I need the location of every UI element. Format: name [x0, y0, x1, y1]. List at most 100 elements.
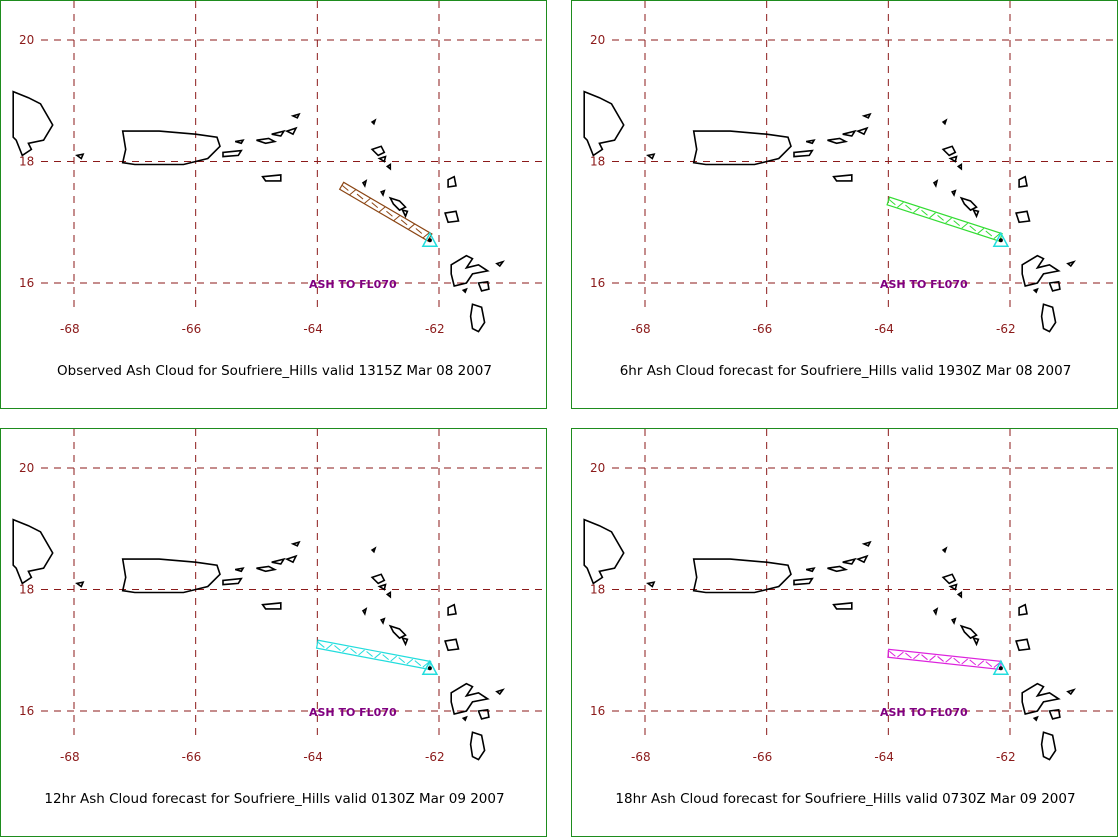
coastline: [827, 565, 849, 573]
coastline: [290, 540, 301, 547]
coastline: [948, 155, 958, 163]
coastline: [12, 90, 54, 157]
ash-level-label: ASH TO FL070: [880, 706, 968, 719]
volcano-source-icon: [992, 659, 1010, 676]
coastline: [370, 573, 386, 585]
volcano-location-marker: [427, 666, 432, 671]
ash-cloud-hatch: [969, 225, 977, 232]
coastline: [401, 636, 409, 647]
latitude-tick-label: 20: [19, 461, 34, 475]
coastline: [121, 130, 221, 166]
latitude-tick-label: 18: [19, 155, 34, 169]
coastline: [583, 90, 625, 157]
coastline: [583, 518, 625, 585]
ash-cloud-hatch: [985, 230, 993, 237]
coastline: [234, 139, 245, 145]
coastline: [495, 260, 505, 268]
coastline: [377, 583, 387, 591]
coastline: [271, 557, 286, 565]
coastline: [941, 145, 957, 157]
coastline: [1032, 715, 1039, 722]
volcano-location-marker: [427, 238, 432, 243]
longitude-tick-label: -66: [753, 750, 773, 764]
ash-cloud-hatch: [897, 651, 904, 658]
longitude-tick-label: -68: [60, 322, 80, 336]
ash-cloud-hatch: [945, 656, 952, 663]
coastline: [1066, 260, 1076, 268]
ash-cloud-hatch: [953, 220, 960, 227]
ash-cloud-hatch: [406, 658, 414, 665]
ash-cloud-hatch: [349, 189, 357, 196]
coastline: [388, 196, 407, 212]
coastline: [256, 565, 278, 573]
ash-cloud-hatch: [378, 206, 386, 213]
coastline: [842, 129, 857, 137]
coastline: [1040, 731, 1057, 761]
coastline: [388, 624, 407, 640]
ash-cloud-hatch: [342, 646, 349, 653]
ash-cloud-hatch: [326, 643, 333, 650]
coastline: [932, 607, 939, 616]
coastline: [956, 591, 963, 599]
ash-cloud-hatch: [398, 657, 406, 664]
longitude-tick-label: -64: [303, 322, 323, 336]
coastline: [692, 130, 792, 166]
volcano-location-marker: [998, 666, 1003, 671]
coastline: [370, 145, 386, 157]
ash-level-label: ASH TO FL070: [309, 278, 397, 291]
coastline: [380, 189, 386, 197]
longitude-tick-label: -62: [996, 322, 1016, 336]
ash-cloud-hatch: [905, 652, 912, 659]
coastline: [477, 708, 490, 720]
coastline: [361, 179, 368, 188]
coastline: [805, 139, 816, 145]
coastline: [1015, 210, 1031, 224]
ash-cloud-hatch: [889, 199, 896, 206]
ash-cloud-outline: [338, 181, 433, 242]
ash-cloud-hatch: [961, 222, 969, 229]
ash-cloud-outline: [315, 639, 432, 671]
coastline: [793, 577, 814, 586]
coastline: [956, 163, 963, 171]
ash-cloud-hatch: [393, 215, 401, 221]
coastline: [861, 540, 872, 547]
latitude-tick-label: 18: [590, 155, 605, 169]
coastline: [951, 617, 957, 625]
latitude-tick-label: 16: [19, 704, 34, 718]
coastline: [972, 636, 980, 647]
ash-cloud-hatch: [358, 649, 365, 656]
longitude-tick-label: -62: [996, 750, 1016, 764]
ash-cloud-hatch: [342, 185, 349, 191]
coastline: [261, 174, 282, 182]
coastline: [951, 189, 957, 197]
coastline: [495, 688, 505, 696]
coastline: [1015, 638, 1031, 652]
panel-caption: Observed Ash Cloud for Soufriere_Hills v…: [57, 363, 492, 379]
ash-cloud-hatch: [371, 202, 379, 209]
coastline: [377, 155, 387, 163]
coastline: [1066, 688, 1076, 696]
ash-cloud-hatch: [945, 217, 952, 224]
ash-cloud-hatch: [913, 207, 920, 213]
ash-cloud-hatch: [969, 659, 977, 666]
longitude-tick-label: -68: [631, 322, 651, 336]
coastline: [222, 149, 243, 158]
coastline: [941, 118, 948, 126]
coastline: [461, 287, 468, 294]
ash-level-label: ASH TO FL070: [880, 278, 968, 291]
coastline: [932, 179, 939, 188]
latitude-tick-label: 18: [590, 583, 605, 597]
coastline: [827, 137, 849, 145]
coastline: [290, 112, 301, 119]
longitude-tick-label: -62: [425, 750, 445, 764]
coastline: [12, 518, 54, 585]
coastline: [855, 126, 869, 136]
coastline: [861, 112, 872, 119]
coastline: [842, 557, 857, 565]
ash-cloud-hatch: [961, 658, 969, 665]
ash-cloud-hatch: [993, 662, 1001, 668]
coastline: [1048, 708, 1061, 720]
